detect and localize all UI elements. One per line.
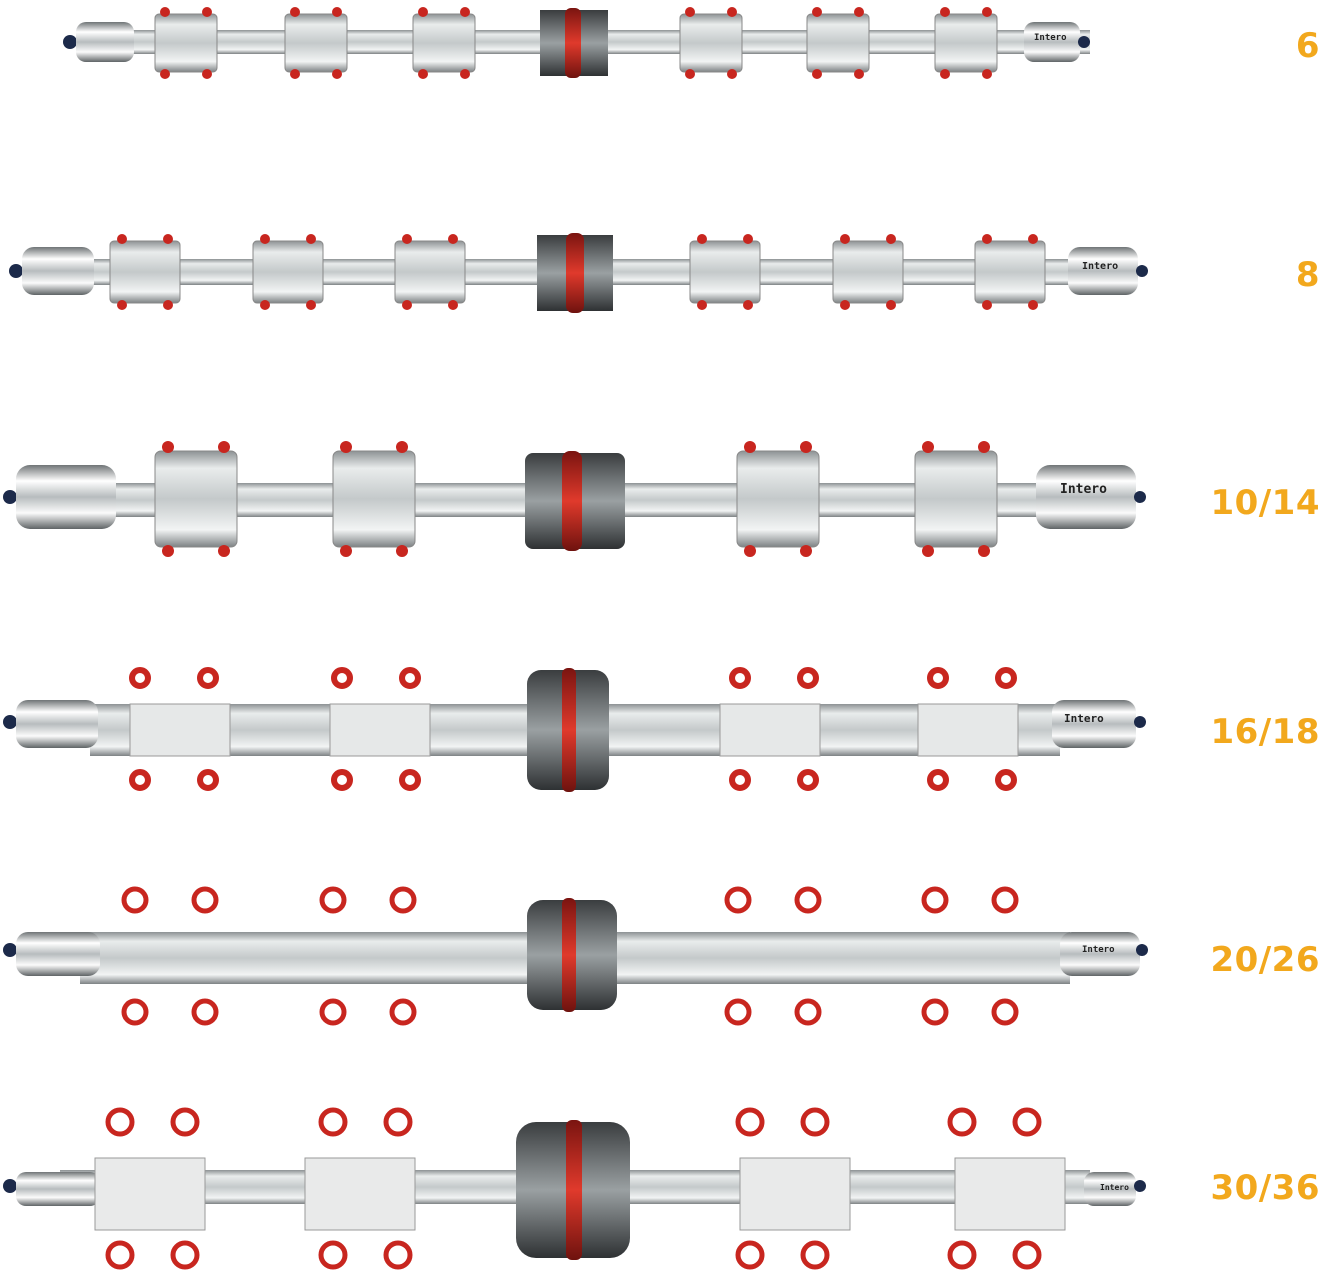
robot-image-size-8: Intero: [9, 233, 1148, 313]
robot-row-size-10-14: Intero 10/14: [0, 435, 1330, 565]
brand-mark: Intero: [1100, 1183, 1129, 1192]
robot-row-size-20-26: Intero 20/26: [0, 880, 1330, 1040]
brand-mark: Intero: [1060, 482, 1107, 497]
robot-image-size-10-14: Intero: [3, 441, 1146, 557]
pipe-size-label: 20/26: [1210, 940, 1320, 980]
pipe-size-label: 30/36: [1210, 1168, 1320, 1208]
robot-row-size-8: Intero 8: [0, 225, 1330, 325]
robot-image-size-20-26: Intero: [3, 886, 1148, 1026]
robot-image-size-6: Intero: [63, 7, 1090, 79]
brand-mark: Intero: [1082, 945, 1115, 955]
robot-row-size-6: Intero 6: [0, 0, 1330, 90]
robot-row-size-30-36: Intero 30/36: [0, 1100, 1330, 1275]
pipe-size-label: 8: [1295, 255, 1320, 295]
pipe-size-label: 6: [1295, 26, 1320, 66]
robot-row-size-16-18: Intero 16/18: [0, 660, 1330, 800]
robot-image-size-16-18: Intero: [3, 667, 1146, 792]
pipe-size-label: 16/18: [1210, 712, 1320, 752]
brand-mark: Intero: [1034, 33, 1067, 43]
pipe-size-label: 10/14: [1210, 483, 1320, 523]
brand-mark: Intero: [1082, 261, 1118, 272]
brand-mark: Intero: [1064, 712, 1104, 725]
robot-image-size-30-36: Intero: [3, 1107, 1146, 1270]
